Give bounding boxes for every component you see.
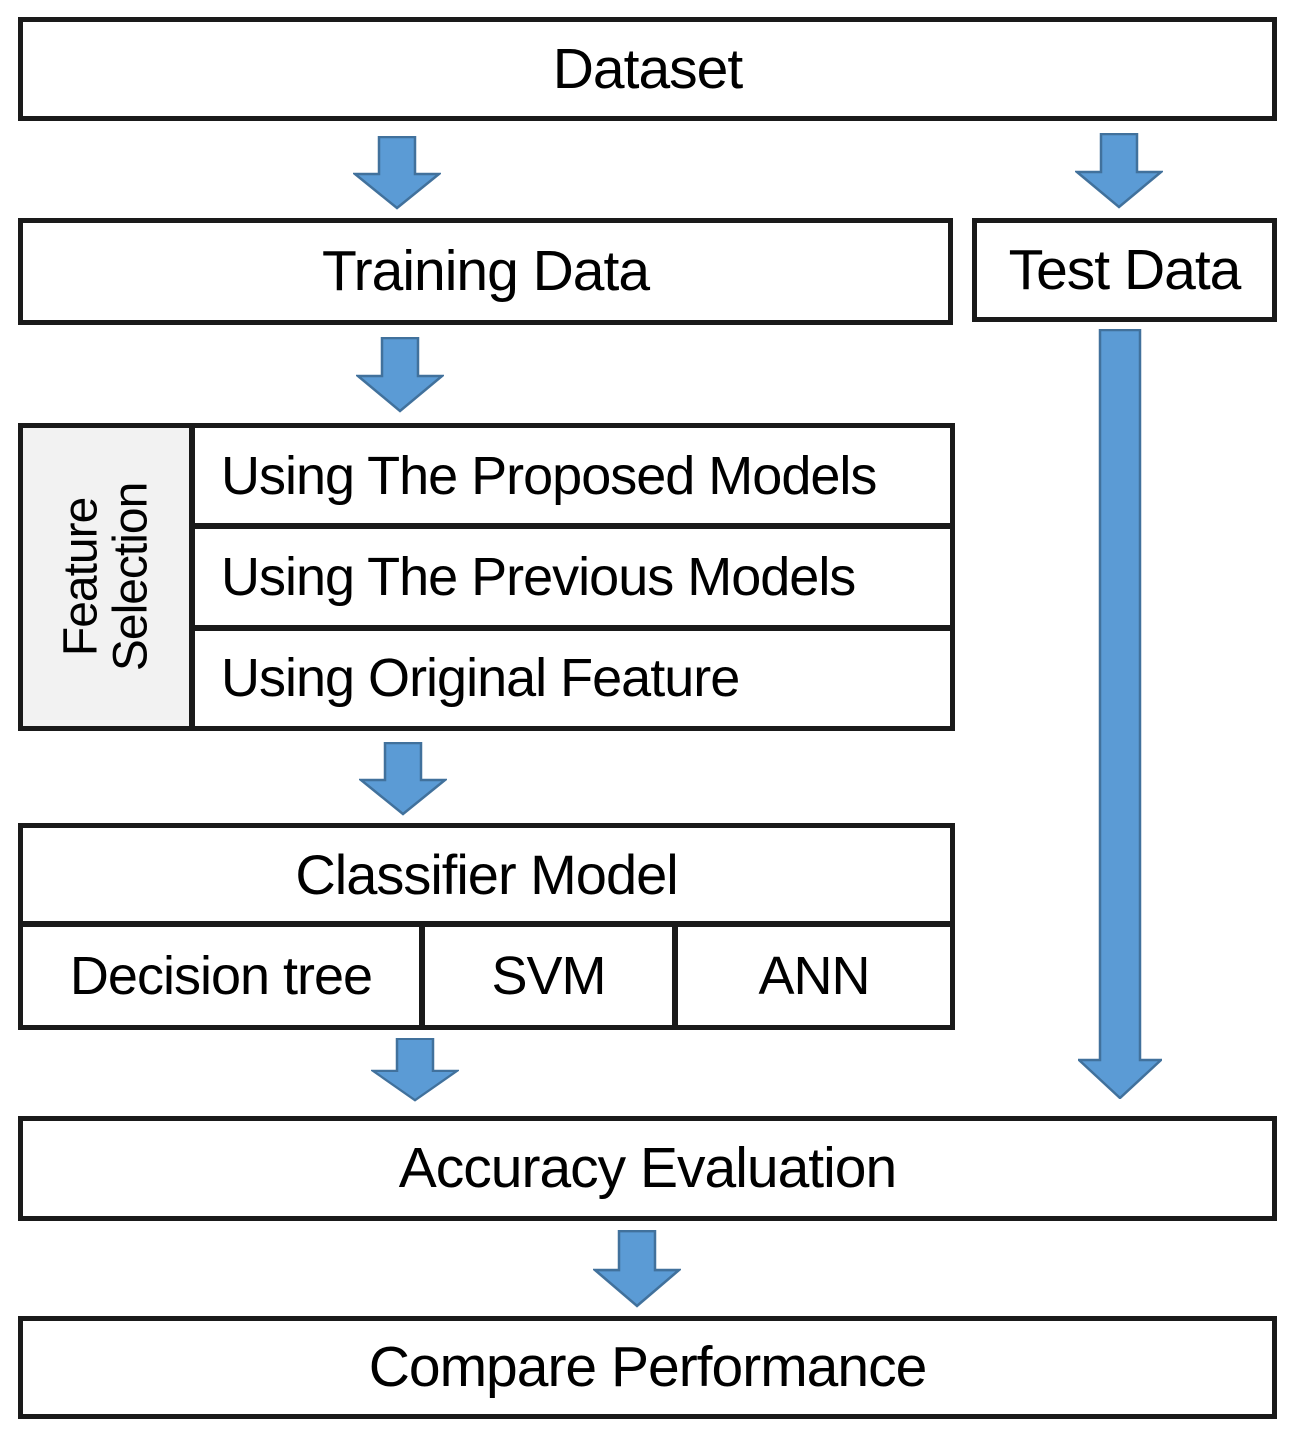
classifier-model-row: Decision tree SVM ANN [23, 927, 950, 1025]
classifier-model-cell: Decision tree [23, 927, 425, 1025]
feature-option-label: Using The Proposed Models [221, 445, 877, 506]
test-data-box: Test Data [972, 218, 1277, 322]
classifier-model-cell: ANN [678, 927, 950, 1025]
classifier-model-name: ANN [758, 946, 870, 1006]
training-data-box: Training Data [18, 218, 953, 325]
test-data-label: Test Data [1008, 237, 1242, 302]
long-down-arrow-icon [1078, 329, 1162, 1099]
accuracy-evaluation-label: Accuracy Evaluation [398, 1136, 897, 1200]
classifier-model-name: Decision tree [69, 946, 373, 1006]
compare-performance-label: Compare Performance [368, 1335, 928, 1399]
feature-option-row: Using Original Feature [195, 631, 950, 726]
feature-option-row: Using The Proposed Models [195, 428, 950, 530]
feature-selection-options: Using The Proposed Models Using The Prev… [195, 423, 955, 731]
down-arrow-icon [353, 136, 441, 210]
classifier-model-header: Classifier Model [23, 828, 950, 927]
dataset-box: Dataset [18, 17, 1277, 121]
accuracy-evaluation-box: Accuracy Evaluation [18, 1116, 1277, 1221]
classifier-model-cell: SVM [425, 927, 678, 1025]
dataset-label: Dataset [552, 36, 743, 101]
down-arrow-icon [359, 742, 447, 816]
feature-selection-group-label-box: Feature Selection [18, 423, 195, 731]
feature-option-label: Using Original Feature [221, 648, 740, 709]
down-arrow-icon [1075, 133, 1163, 209]
classifier-model-label: Classifier Model [295, 842, 678, 906]
feature-option-row: Using The Previous Models [195, 529, 950, 631]
training-data-label: Training Data [321, 239, 650, 303]
down-arrow-icon [356, 337, 444, 413]
down-arrow-icon [371, 1038, 459, 1102]
classifier-model-name: SVM [491, 946, 606, 1006]
feature-selection-group-label: Feature Selection [54, 482, 157, 672]
down-arrow-icon [593, 1230, 681, 1308]
classifier-model-group: Classifier Model Decision tree SVM ANN [18, 823, 955, 1030]
feature-option-label: Using The Previous Models [221, 546, 856, 607]
compare-performance-box: Compare Performance [18, 1316, 1277, 1419]
